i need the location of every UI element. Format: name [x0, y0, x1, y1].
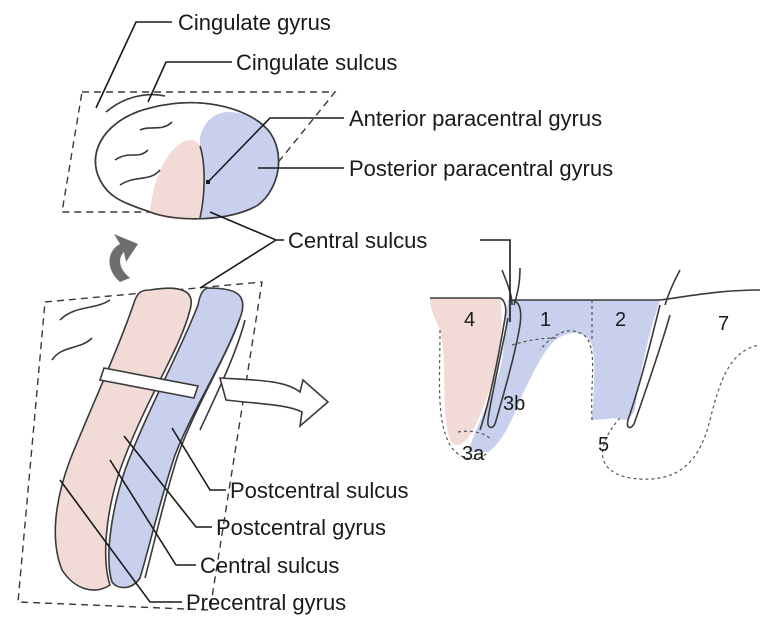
leader-cingulate-sulcus	[148, 62, 232, 102]
area-3b-label: 3b	[503, 393, 525, 415]
label-posterior-paracentral-gyrus: Posterior paracentral gyrus	[349, 156, 613, 181]
area-7-label: 7	[718, 313, 729, 335]
label-anterior-paracentral-gyrus: Anterior paracentral gyrus	[349, 106, 602, 131]
lateral-fold-1	[60, 300, 110, 320]
area-5-label: 5	[598, 434, 609, 456]
area-1-label: 1	[540, 309, 551, 331]
curved-arrow-icon	[109, 234, 138, 282]
label-postcentral-gyrus: Postcentral gyrus	[216, 515, 386, 540]
area-2-label: 2	[615, 309, 626, 331]
area-4-label: 4	[464, 309, 475, 331]
large-arrow-icon	[220, 378, 328, 426]
medial-view	[62, 92, 335, 220]
label-precentral-gyrus: Precentral gyrus	[186, 590, 346, 615]
cortex-outline-top	[510, 290, 760, 300]
label-central-sulcus-top: Central sulcus	[288, 228, 427, 253]
surface-hatching-3	[665, 270, 680, 305]
cross-section: 4 1 2 7 3b 3a 5	[430, 268, 760, 479]
label-cingulate-gyrus: Cingulate gyrus	[178, 10, 331, 35]
leader-central-sulcus-top-2	[200, 240, 276, 288]
leader-central-sulcus-top-1	[210, 212, 284, 240]
area-3a-label: 3a	[462, 443, 485, 465]
label-cingulate-sulcus: Cingulate sulcus	[236, 50, 397, 75]
lateral-fold-2	[52, 338, 92, 360]
label-postcentral-sulcus: Postcentral sulcus	[230, 478, 409, 503]
label-central-sulcus-bottom: Central sulcus	[200, 553, 339, 578]
